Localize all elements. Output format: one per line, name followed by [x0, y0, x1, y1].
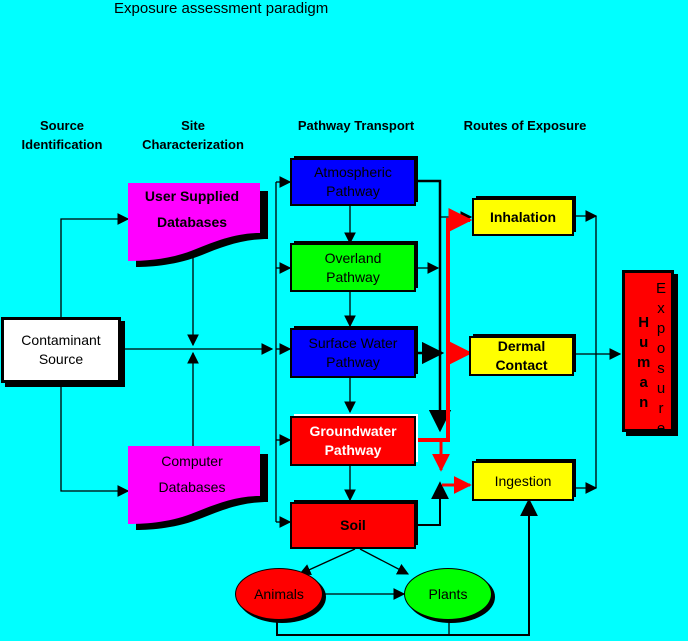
node-label: Pathway	[324, 442, 382, 458]
node-label: Computer	[161, 453, 223, 469]
node-label: Databases	[158, 479, 226, 495]
inhalation-node[interactable]: Inhalation	[472, 198, 574, 236]
human-label: H u m a n	[637, 313, 650, 413]
column-header-line: Identification	[21, 137, 103, 152]
node-label: Pathway	[326, 268, 380, 285]
user-databases-node[interactable]: User Supplied Databases	[128, 183, 276, 274]
node-label: Source	[38, 351, 84, 367]
node-label: Pathway	[326, 183, 380, 199]
node-label: Inhalation	[489, 208, 557, 225]
database-shape	[128, 183, 268, 267]
groundwater-pathway-node[interactable]: Groundwater Pathway	[290, 416, 416, 466]
computer-databases-node[interactable]: Computer Databases	[128, 446, 276, 537]
node-label: Pathway	[326, 354, 380, 370]
plants-node[interactable]: Plants	[404, 568, 492, 620]
link-soil-animals	[298, 548, 356, 575]
column-header-source: Source Identification	[12, 116, 112, 154]
surface-water-pathway-node[interactable]: Surface Water Pathway	[290, 328, 416, 378]
exposure-label: E x p o s u r e	[656, 279, 666, 439]
node-label: Dermal	[497, 338, 546, 354]
node-label: Groundwater	[309, 423, 397, 439]
node-label: Contact	[495, 357, 548, 373]
column-header-routes: Routes of Exposure	[463, 118, 587, 133]
animals-node[interactable]: Animals	[235, 568, 323, 620]
letter: e	[656, 420, 666, 437]
node-label: Contaminant	[21, 332, 101, 348]
human-exposure-node[interactable]: H u m a n E x p o s u r e	[622, 270, 674, 437]
letter: x	[657, 300, 665, 317]
red-flow-groundwater-out	[418, 208, 473, 442]
dermal-contact-node[interactable]: Dermal Contact	[469, 336, 574, 376]
letter: m	[637, 354, 651, 371]
column-header-site: Site Characterization	[130, 116, 256, 154]
link-soil-plants	[359, 548, 410, 575]
letter: s	[657, 360, 665, 377]
link-biota-ingestion	[276, 498, 538, 636]
letter: u	[639, 334, 649, 351]
node-label: Surface Water	[308, 335, 398, 351]
link-source-user-db	[60, 213, 130, 318]
letter: E	[656, 280, 667, 297]
overland-pathway-node[interactable]: Overland Pathway	[290, 243, 416, 292]
column-header-line: Source	[39, 118, 85, 133]
link-source-computer-db	[60, 383, 130, 497]
contaminant-source-node[interactable]: Contaminant Source	[1, 317, 121, 383]
letter: a	[639, 374, 648, 391]
node-label: Soil	[340, 517, 366, 533]
letter: o	[656, 340, 666, 357]
node-label: User Supplied	[144, 188, 240, 204]
node-label: Ingestion	[494, 472, 552, 489]
letter: H	[638, 314, 650, 331]
letter: n	[639, 394, 649, 411]
node-label: Plants	[428, 586, 468, 602]
ingestion-node[interactable]: Ingestion	[472, 461, 574, 501]
soil-node[interactable]: Soil	[290, 502, 416, 549]
node-label: Overland	[324, 249, 382, 266]
column-header-line: Characterization	[142, 137, 244, 152]
database-shape	[128, 446, 268, 530]
node-label: Animals	[254, 586, 304, 602]
column-header-pathway: Pathway Transport	[297, 118, 415, 133]
letter: p	[656, 320, 666, 337]
diagram-title: Exposure assessment paradigm	[114, 0, 329, 17]
column-header-line: Site	[181, 118, 205, 133]
link-soil-ingestion	[418, 481, 449, 526]
node-label: Atmospheric	[314, 164, 392, 180]
node-label: Databases	[156, 214, 228, 230]
atmospheric-pathway-node[interactable]: Atmospheric Pathway	[290, 158, 416, 206]
letter: r	[658, 400, 664, 417]
link-atmospheric-trunk	[418, 179, 452, 433]
letter: u	[656, 380, 666, 397]
